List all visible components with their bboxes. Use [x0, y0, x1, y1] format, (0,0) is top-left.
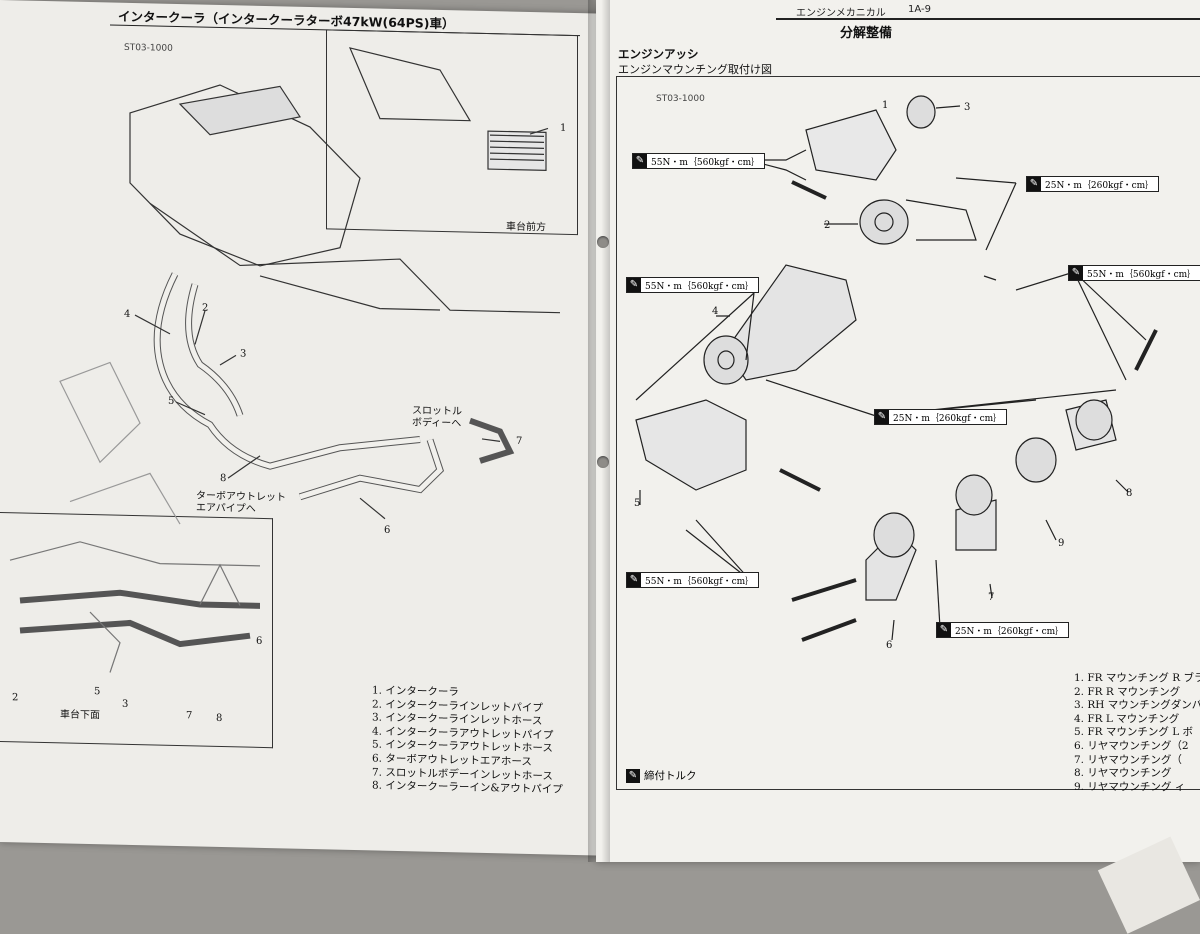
- wrench-icon: ✎: [627, 278, 641, 292]
- callout-1: 1: [882, 100, 889, 111]
- diagram-frame: [616, 76, 1200, 790]
- throttle-label: スロットル ボディーへ: [412, 405, 462, 430]
- binding-gutter: [588, 0, 610, 862]
- callout-2: 2: [824, 220, 831, 231]
- ub-callout-2: 2: [12, 692, 19, 704]
- header-right: 1A-9: [908, 4, 931, 15]
- left-page: インタークーラ（インタークーラターボ47kW(64PS)車） ST03-1000…: [0, 0, 602, 856]
- header-rule: [776, 18, 1200, 20]
- legend-item: 8. リヤマウンチング: [1074, 767, 1172, 780]
- intercooler-diagram: [9, 47, 560, 673]
- callout-4: 4: [712, 306, 719, 317]
- ub-callout-8: 8: [216, 712, 223, 725]
- callout-5: 5: [168, 395, 175, 407]
- ub-callout-5: 5: [94, 686, 101, 698]
- callout-2: 2: [202, 302, 209, 314]
- callout-3: 3: [964, 102, 971, 113]
- callout-8: 8: [1126, 488, 1133, 499]
- wrench-icon: ✎: [1027, 177, 1041, 191]
- legend-item: 2. FR R マウンチング: [1074, 685, 1181, 698]
- legend-item: 6. リヤマウンチング（2: [1074, 739, 1189, 752]
- wrench-icon: ✎: [1069, 266, 1083, 280]
- callout-7: 7: [516, 435, 523, 447]
- torque-box: ✎55N・m｛560kgf・cm｝: [1068, 265, 1200, 281]
- torque-box: ✎25N・m｛260kgf・cm｝: [874, 409, 1008, 425]
- callout-7: 7: [988, 592, 995, 603]
- ub-callout-6: 6: [256, 635, 263, 647]
- callout-8: 8: [220, 472, 227, 485]
- legend-item: 9. リヤマウンチング ィ: [1074, 780, 1186, 793]
- legend-item: 3. RH マウンチングダンパ: [1074, 699, 1200, 712]
- legend-item: 5. FR マウンチング L ボ: [1074, 726, 1194, 739]
- wrench-icon: ✎: [626, 768, 640, 783]
- callout-4: 4: [124, 308, 131, 320]
- callout-1: 1: [560, 122, 567, 134]
- binder-hole: [597, 236, 609, 248]
- turbo-label: ターボアウトレット エアパイプへ: [196, 490, 286, 515]
- right-page: エンジンメカニカル 1A-9 分解整備 エンジンアッシ エンジンマウンチング取付…: [596, 0, 1200, 862]
- callout-9: 9: [1058, 538, 1065, 549]
- torque-legend-label: 締付トルク: [644, 770, 697, 782]
- callout-3: 3: [240, 348, 247, 360]
- header-left: エンジンメカニカル: [796, 8, 886, 19]
- callout-6: 6: [384, 524, 391, 536]
- subtitle-1: エンジンアッシ: [618, 47, 699, 61]
- legend-item: 1. FR マウンチング R ブラ: [1074, 672, 1200, 684]
- wrench-icon: ✎: [937, 623, 951, 637]
- section-title: 分解整備: [840, 26, 893, 41]
- callout-5: 5: [634, 498, 641, 509]
- torque-legend: ✎ 締付トルク: [626, 768, 697, 783]
- legend-item: 4. FR L マウンチング: [1074, 712, 1180, 725]
- engine-mount-diagram: [635, 95, 1158, 642]
- wrench-icon: ✎: [633, 154, 647, 168]
- subtitle-2: エンジンマウンチング取付け図: [618, 63, 772, 76]
- torque-box: ✎55N・m｛560kgf・cm｝: [632, 153, 766, 169]
- ub-callout-7: 7: [186, 710, 193, 722]
- binder-hole: [597, 456, 609, 468]
- torque-box: ✎25N・m｛260kgf・cm｝: [1026, 176, 1160, 192]
- legend-item: 7. リヤマウンチング（: [1074, 753, 1182, 766]
- fig-code-right: ST03-1000: [656, 94, 705, 104]
- legend-item: 8. インタークーラーイン&アウトパイプ: [372, 779, 563, 796]
- torque-box: ✎25N・m｛260kgf・cm｝: [936, 622, 1070, 638]
- torque-box: ✎55N・m｛560kgf・cm｝: [626, 572, 760, 588]
- left-legend: 1. インタークーラ 2. インタークーラインレットパイプ 3. インタークーラ…: [372, 684, 563, 797]
- wrench-icon: ✎: [627, 573, 641, 587]
- wrench-icon: ✎: [875, 410, 889, 424]
- right-legend: 1. FR マウンチング R ブラ 2. FR R マウンチング 3. RH マ…: [1074, 672, 1200, 794]
- torque-box: ✎55N・m｛560kgf・cm｝: [626, 277, 760, 293]
- ub-callout-3: 3: [122, 698, 129, 710]
- callout-6: 6: [886, 640, 893, 651]
